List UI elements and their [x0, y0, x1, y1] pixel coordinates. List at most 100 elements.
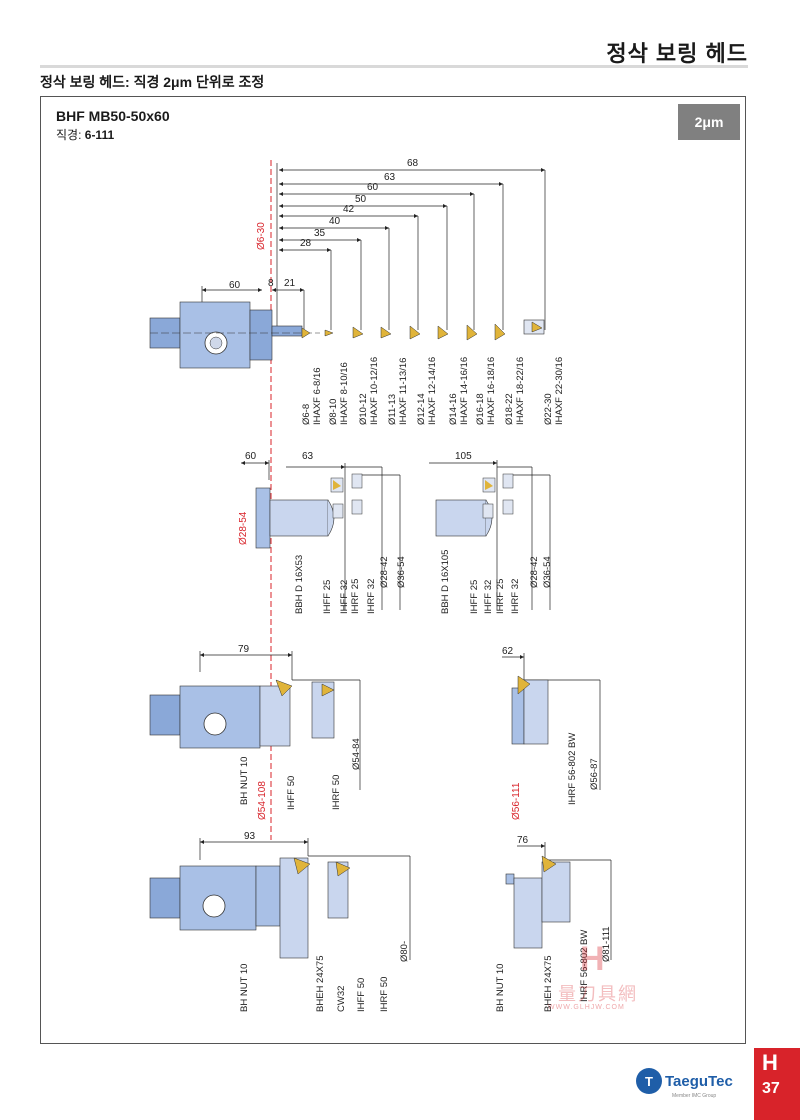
brand-subtitle: Member IMC Group: [672, 1093, 717, 1099]
s3-label-1: BH NUT 10: [239, 757, 250, 805]
boring-head-1: [149, 301, 320, 369]
bar-4-code: IHAXF 11-13/16: [398, 358, 409, 425]
s2-right-bar: BBH D 16X105: [440, 550, 451, 614]
bar-3-diameter: Ø10-12: [358, 393, 369, 425]
logo-mark-icon: T: [636, 1068, 662, 1094]
s2-right-label-2: IHFF 32: [483, 580, 494, 614]
s4-right-label-2: BHEH 24X75: [543, 955, 554, 1012]
boring-bar-53: [255, 473, 363, 549]
model-name: BHF MB50-50x60: [56, 108, 170, 124]
boring-head-4-right: [505, 855, 571, 949]
s2-left-label-5: Ø28-42: [379, 556, 390, 588]
s3-label-2: IHFF 50: [286, 776, 297, 810]
bar-9-diameter: Ø22-30: [543, 393, 554, 425]
section4-drawing: 93 76 BH NUT 10 BHEH 24X75 CW32 IHFF 50 …: [149, 831, 612, 1012]
s4-right-label-3: IHRF 56-802 BW: [579, 930, 590, 1002]
s2-right-label-4: IHRF 32: [510, 579, 521, 614]
boring-head-4: [149, 857, 351, 959]
dim-60: 60: [367, 182, 379, 193]
dim-93: 93: [244, 831, 256, 842]
bar-6-diameter: Ø14-16: [448, 393, 459, 425]
precision-badge: 2μm: [678, 104, 740, 140]
section3-drawing: Ø54-108 Ø56-111 79 62: [149, 644, 601, 820]
dim-28: 28: [300, 238, 312, 249]
bar-inserts: [301, 319, 545, 341]
bar-5-code: IHAXF 12-14/16: [427, 357, 438, 425]
s4-label-5: IHRF 50: [379, 977, 390, 1012]
s2-left-label-6: Ø36-54: [396, 556, 407, 588]
s4-label-1: BH NUT 10: [239, 964, 250, 1012]
s2-right-label-5: Ø28-42: [529, 556, 540, 588]
bar-7-diameter: Ø16-18: [475, 393, 486, 425]
watermark-url: WWW.GLHJW.COM: [548, 1004, 625, 1011]
s3-right-label-2: Ø56-87: [589, 758, 600, 790]
boring-head-3-right: [511, 675, 549, 745]
title-rule: [40, 65, 748, 68]
bar-6-code: IHAXF 14-16/16: [459, 357, 470, 425]
catalog-frame: [40, 96, 746, 1044]
s2-right-label-3: IHRF 25: [495, 579, 506, 614]
watermark-glyph: H: [580, 940, 605, 978]
dim-79: 79: [238, 644, 250, 655]
bar-8-code: IHAXF 18-22/16: [515, 357, 526, 425]
page-number: 37: [762, 1080, 780, 1097]
dim-42: 42: [343, 204, 355, 215]
dim-50: 50: [355, 194, 367, 205]
dim-60-body: 60: [229, 280, 241, 291]
section1-vertical-label: Ø6-30: [256, 222, 267, 250]
s3-label-3: IHRF 50: [331, 775, 342, 810]
s4-right-label-4: Ø81-111: [601, 926, 612, 962]
s4-label-2: BHEH 24X75: [315, 955, 326, 1012]
bar-2-diameter: Ø8-10: [328, 399, 339, 425]
bar-8-diameter: Ø18-22: [504, 393, 515, 425]
section-heading: 정삭 보링 헤드: 직경 2μm 단위로 조정: [40, 74, 265, 90]
bar-labels: Ø6-8 IHAXF 6-8/16 Ø8-10 IHAXF 8-10/16 Ø1…: [301, 357, 565, 425]
diameter-label: 직경:: [56, 128, 82, 142]
s2-left-label-4: IHRF 32: [366, 579, 377, 614]
dim-60-s2: 60: [245, 451, 257, 462]
diameter-range: 직경: 6-111: [56, 126, 114, 143]
s4-label-4: IHFF 50: [356, 978, 367, 1012]
bar-5-diameter: Ø12-14: [416, 393, 427, 425]
s4-label-3: CW32: [336, 986, 347, 1012]
section2-drawing: Ø28-54 60 63 105: [238, 451, 553, 614]
brand-name: TaeguTec: [665, 1072, 733, 1090]
bar-7-code: IHAXF 16-18/16: [486, 357, 497, 425]
bar-1-diameter: Ø6-8: [301, 404, 312, 425]
s2-right-label-6: Ø36-54: [542, 556, 553, 588]
dim-35: 35: [314, 228, 326, 239]
dim-105-s2: 105: [455, 451, 472, 462]
taegutec-logo: T TaeguTec: [636, 1068, 733, 1094]
s2-left-bar: BBH D 16X53: [294, 555, 305, 614]
watermark-text: 量刀具網: [558, 984, 638, 1004]
s2-left-label-2: IHFF 32: [339, 580, 350, 614]
dim-21: 21: [284, 278, 296, 289]
section1-dimension-lines: [201, 163, 546, 330]
bar-2-code: IHAXF 8-10/16: [339, 362, 350, 425]
s2-left-label-1: IHFF 25: [322, 580, 333, 614]
diameter-value: 6-111: [84, 128, 115, 142]
s2-right-label-1: IHFF 25: [469, 580, 480, 614]
dim-63-s2: 63: [302, 451, 314, 462]
chapter-tab: H 37: [754, 1048, 800, 1120]
dim-40: 40: [329, 216, 341, 227]
dim-63: 63: [384, 172, 396, 183]
s4-right-label-1: BH NUT 10: [495, 964, 506, 1012]
section2-vertical-label: Ø28-54: [238, 511, 249, 545]
dim-76: 76: [517, 835, 529, 846]
s4-label-6: Ø80-: [399, 941, 410, 962]
section3-right-vertical-label: Ø56-111: [511, 782, 522, 820]
s3-label-4: Ø54-84: [351, 738, 362, 770]
section3-vertical-label: Ø54-108: [257, 781, 268, 820]
dim-68: 68: [407, 158, 419, 169]
boring-head-3: [149, 679, 335, 749]
s3-right-label-1: IHRF 56-802 BW: [567, 733, 578, 805]
boring-bar-105: [435, 473, 514, 537]
s2-left-label-3: IHRF 25: [350, 579, 361, 614]
bar-1-code: IHAXF 6-8/16: [312, 367, 323, 425]
section1-drawing: Ø6-30 68 63 60 50 42: [149, 158, 565, 425]
bar-4-diameter: Ø11-13: [387, 394, 398, 425]
bar-9-code: IHAXF 22-30/16: [554, 357, 565, 425]
dim-62: 62: [502, 646, 514, 657]
